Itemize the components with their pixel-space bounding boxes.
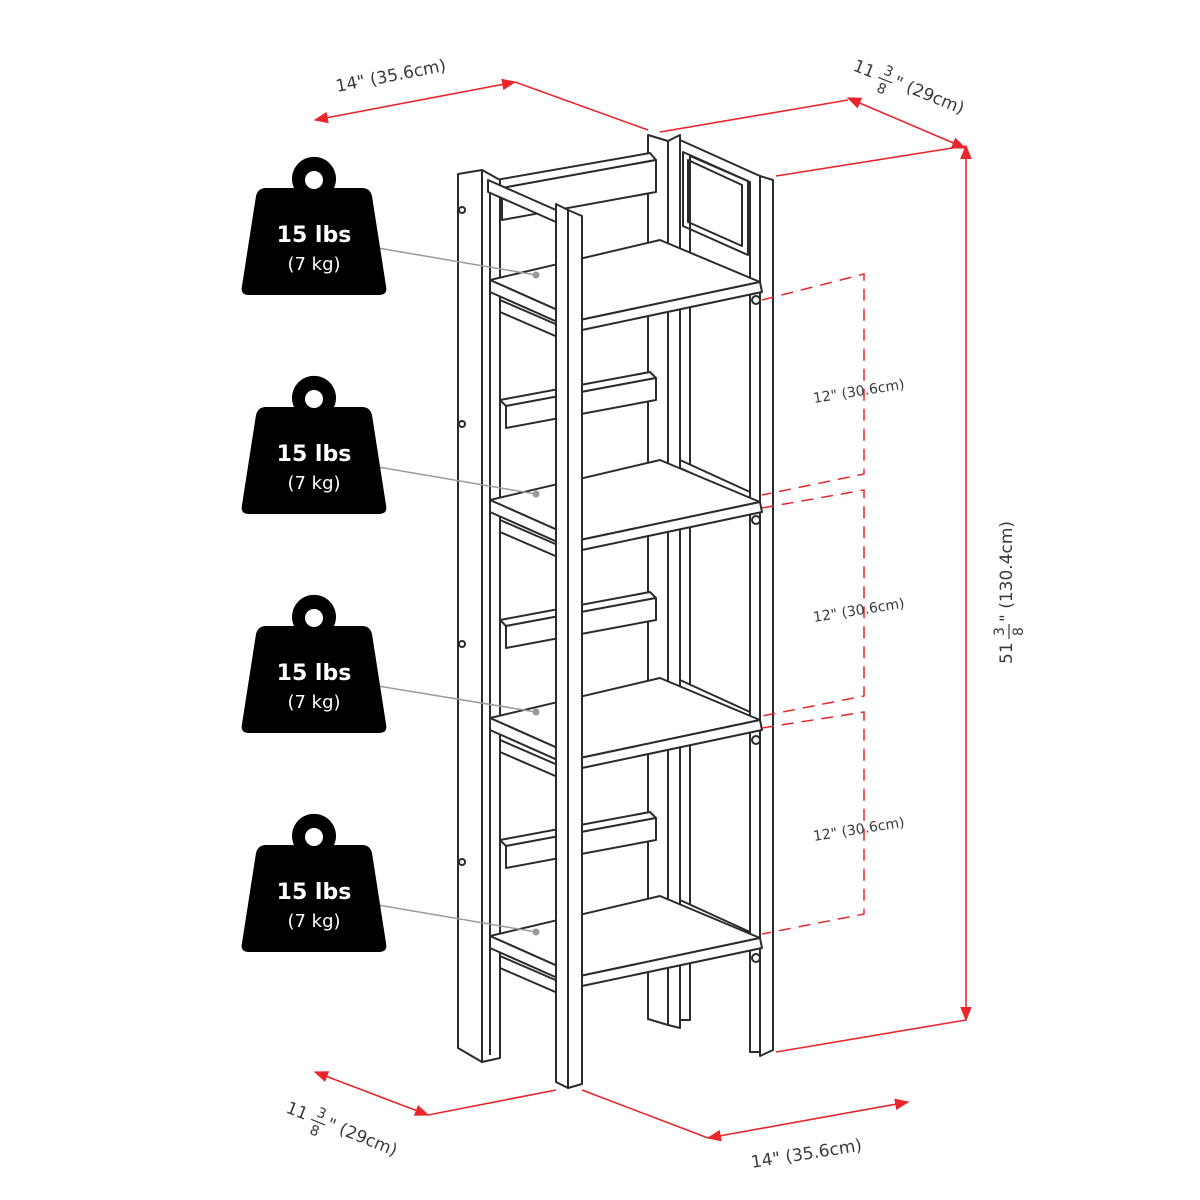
weight-icon [241, 375, 387, 514]
front-left-post [555, 203, 583, 1089]
weight-2: 15 lbs (7 kg) [241, 375, 387, 514]
weight-kg-label: (7 kg) [287, 254, 340, 275]
bottom-depth-unit: " (29cm) [324, 1115, 400, 1161]
weight-hole-icon [305, 171, 323, 189]
weight-3: 15 lbs (7 kg) [241, 594, 387, 733]
dimension-lines [313, 78, 972, 1142]
weight-lbs-label: 15 lbs [277, 661, 352, 686]
weight-icon [241, 156, 387, 295]
top-depth-denominator: 8 [874, 80, 888, 98]
top-depth-unit: " (29cm) [891, 73, 967, 119]
weight-icons: 15 lbs(7 kg)15 lbs(7 kg)15 lbs(7 kg)15 l… [241, 156, 387, 952]
weight-4: 15 lbs (7 kg) [241, 813, 387, 952]
weight-kg-label: (7 kg) [287, 911, 340, 932]
weight-lbs-label: 15 lbs [277, 880, 352, 905]
height-denominator: 8 [1011, 627, 1027, 636]
shelf-spacing-1-label: 12" (30.6cm) [812, 377, 906, 407]
bottom-depth-label: 11 3 8 " (29cm) [283, 1098, 400, 1161]
bookshelf-drawing [457, 134, 774, 1089]
weight-icon [241, 594, 387, 733]
weight-hole-icon [305, 609, 323, 627]
weight-kg-label: (7 kg) [287, 692, 340, 713]
shelf-spacing-3-label: 12" (30.6cm) [812, 815, 906, 845]
top-width-label: 14" (35.6cm) [334, 56, 448, 97]
right-side-frame [679, 139, 774, 1057]
shelf-spacing-lines [761, 273, 865, 935]
left-back-post [457, 169, 501, 1063]
bottom-depth-numerator: 3 [314, 1105, 328, 1123]
weight-1: 15 lbs (7 kg) [241, 156, 387, 295]
top-depth-label: 11 3 8 " (29cm) [850, 56, 967, 119]
weight-lbs-label: 15 lbs [277, 442, 352, 467]
top-depth-numerator: 3 [881, 63, 895, 81]
bottom-width-label: 14" (35.6cm) [750, 1136, 864, 1173]
weight-hole-icon [305, 828, 323, 846]
shelf-spacing-2-label: 12" (30.6cm) [812, 596, 906, 626]
height-numerator: 3 [992, 627, 1008, 636]
top-depth-whole: 11 [850, 56, 878, 83]
bottom-depth-whole: 11 [283, 1098, 311, 1125]
bottom-depth-denominator: 8 [307, 1122, 321, 1140]
height-label: 51 3 8 " (130.4cm) [992, 521, 1027, 664]
weight-icon [241, 813, 387, 952]
leader-dots [532, 271, 540, 936]
height-whole: 51 [997, 642, 1017, 664]
weight-kg-label: (7 kg) [287, 473, 340, 494]
weight-hole-icon [305, 390, 323, 408]
height-unit: " (130.4cm) [997, 521, 1017, 622]
weight-lbs-label: 15 lbs [277, 223, 352, 248]
leader-lines [377, 247, 537, 933]
